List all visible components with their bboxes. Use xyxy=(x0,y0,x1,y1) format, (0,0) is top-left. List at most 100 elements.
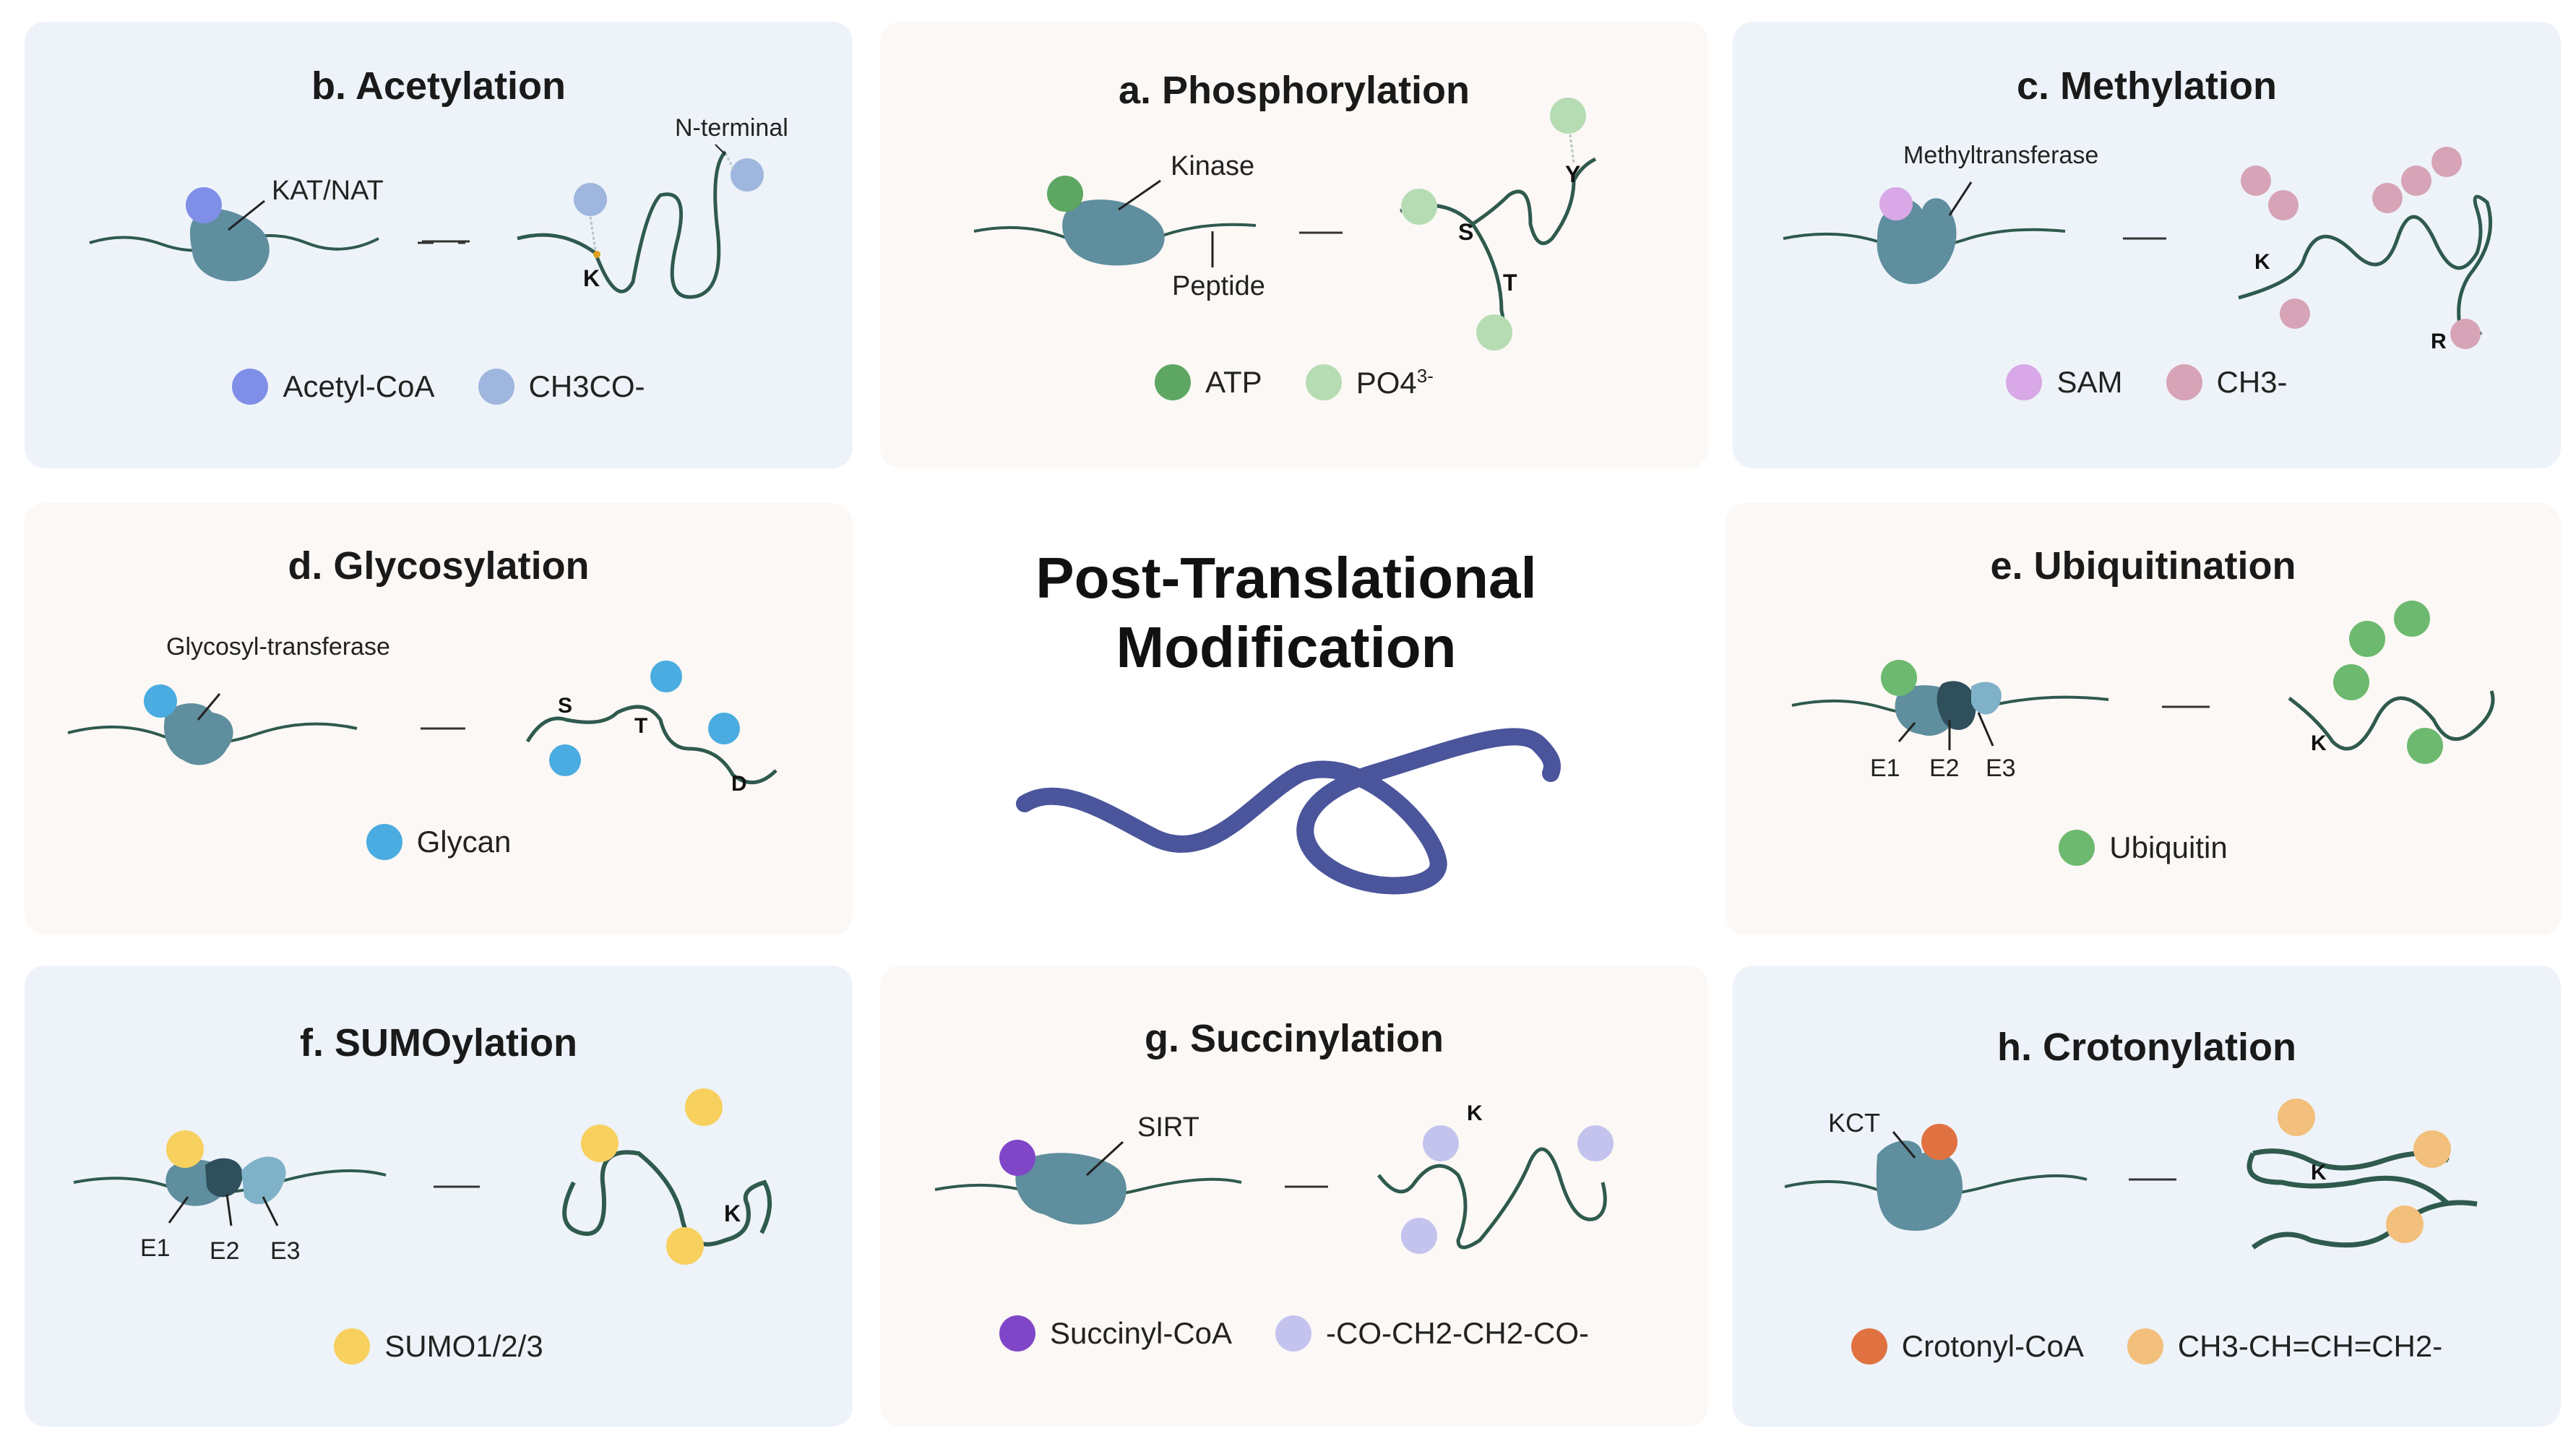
legend-item: Succinyl-CoA xyxy=(999,1315,1232,1351)
site-k: K xyxy=(583,265,600,291)
enzyme-shape xyxy=(1015,1153,1127,1225)
center-title-line1: Post-Translational xyxy=(1035,546,1537,610)
legend-label: Glycan xyxy=(416,825,512,859)
panel-title: e. Ubiquitination xyxy=(1990,544,2296,588)
legend-item: SAM xyxy=(2006,364,2123,400)
legend-item: CH3CO- xyxy=(478,369,645,405)
legend-label: CH3- xyxy=(2216,365,2288,399)
e1-label: E1 xyxy=(1870,755,1900,782)
legend-label: SUMO1/2/3 xyxy=(384,1329,543,1363)
legend-item: Acetyl-CoA xyxy=(232,369,435,405)
legend-label: Acetyl-CoA xyxy=(283,369,435,403)
e1-label: E1 xyxy=(140,1234,171,1262)
legend-label: ATP xyxy=(1205,365,1262,399)
legend-label: PO4 xyxy=(1356,365,1417,400)
legend: SAM CH3- xyxy=(1733,364,2561,400)
legend-label: Succinyl-CoA xyxy=(1049,1316,1233,1350)
site-s: S xyxy=(1458,219,1473,245)
legend-item: ATP xyxy=(1155,364,1262,400)
succinyl-coa-molecule xyxy=(999,1140,1035,1176)
legend: ATP PO43- xyxy=(880,364,1708,400)
legend-item: Glycan xyxy=(366,824,512,860)
legend-swatch-acetyl-coa xyxy=(232,369,269,405)
legend-superscript: 3- xyxy=(1416,364,1434,387)
legend-swatch-atp xyxy=(1155,364,1192,400)
glycosyltransferase-label: Glycosyl-transferase xyxy=(166,633,390,661)
legend: Glycan xyxy=(25,824,853,860)
kinase-label: Kinase xyxy=(1171,151,1254,181)
legend-label: SAM xyxy=(2056,365,2123,399)
sumoylation-diagram: E1 E2 E3 K xyxy=(73,1088,772,1265)
enzyme-shape xyxy=(1062,199,1165,266)
panel-title: c. Methylation xyxy=(2016,64,2278,108)
enzyme-label: KAT/NAT xyxy=(272,176,384,206)
legend-item: Ubiquitin xyxy=(2059,830,2228,866)
site-k: K xyxy=(2254,250,2270,274)
legend-item: -CO-CH2-CH2-CO- xyxy=(1275,1315,1589,1351)
legend: Acetyl-CoA CH3CO- xyxy=(25,369,853,405)
legend: Succinyl-CoA -CO-CH2-CH2-CO- xyxy=(880,1315,1708,1351)
legend-swatch-phosphate xyxy=(1305,364,1342,400)
methyltransferase-label: Methyltransferase xyxy=(1903,142,2098,169)
center-title-line2: Modification xyxy=(1116,615,1457,679)
sirt-label: SIRT xyxy=(1137,1112,1199,1143)
e3-label: E3 xyxy=(270,1237,301,1265)
acetyl-coa-molecule xyxy=(186,187,222,223)
sam-molecule xyxy=(1879,187,1913,220)
legend-swatch-sumo xyxy=(334,1328,371,1365)
legend-item: PO43- xyxy=(1305,364,1434,400)
panel-ubiquitination: e. Ubiquitination E1 E2 E3 K Ubiquitin xyxy=(1726,503,2561,935)
legend-swatch-acetyl-group xyxy=(478,369,514,405)
ubiquitin-donor xyxy=(1881,660,1917,696)
glycosylation-diagram: Glycosyl-transferase S T D xyxy=(67,633,777,796)
e3-label: E3 xyxy=(1986,755,2016,782)
panel-title: d. Glycosylation xyxy=(288,544,590,588)
e3-enzyme xyxy=(1971,682,2002,715)
e2-label: E2 xyxy=(1929,755,1960,782)
site-k: K xyxy=(1467,1101,1483,1125)
phosphorylation-diagram: Kinase Peptide S Y T xyxy=(973,98,1597,351)
legend-item: CH3-CH=CH=CH2- xyxy=(2127,1328,2442,1365)
site-t: T xyxy=(634,714,647,738)
enzyme-shape xyxy=(189,209,270,282)
legend: Crotonyl-CoA CH3-CH=CH=CH2- xyxy=(1733,1328,2561,1365)
site-k: K xyxy=(724,1200,741,1226)
site-r: R xyxy=(2431,330,2447,353)
site-d: D xyxy=(731,772,747,796)
panel-title: h. Crotonylation xyxy=(1997,1026,2296,1069)
enzyme-shape xyxy=(1876,1140,1963,1231)
succinylation-diagram: SIRT K xyxy=(934,1101,1614,1254)
glycan-donor xyxy=(144,684,177,718)
legend-label: Crotonyl-CoA xyxy=(1901,1329,2084,1363)
kct-label: KCT xyxy=(1828,1108,1880,1138)
legend-swatch-ubiquitin xyxy=(2059,830,2095,866)
legend-swatch-crotonyl-coa xyxy=(1851,1328,1887,1365)
panel-acetylation: b. Acetylation KAT/NAT K N-terminal Acet… xyxy=(25,22,853,468)
legend-item: SUMO1/2/3 xyxy=(334,1328,543,1365)
e2-label: E2 xyxy=(210,1237,240,1265)
panel-methylation: c. Methylation Methyltransferase K R SAM… xyxy=(1733,22,2561,468)
panel-crotonylation: h. Crotonylation KCT K Crotonyl-CoA CH3-… xyxy=(1733,966,2561,1427)
panel-glycosylation: d. Glycosylation Glycosyl-transferase S … xyxy=(25,503,853,935)
legend-swatch-methyl xyxy=(2166,364,2202,400)
e2-enzyme xyxy=(1937,681,1976,730)
panel-phosphorylation: a. Phosphorylation Kinase Peptide S Y T … xyxy=(880,22,1708,468)
legend-label: CH3-CH=CH=CH2- xyxy=(2177,1329,2443,1363)
legend-label: -CO-CH2-CH2-CO- xyxy=(1326,1316,1590,1350)
panel-sumoylation: f. SUMOylation E1 E2 E3 K SUMO1/2/3 xyxy=(25,966,853,1427)
atp-molecule xyxy=(1047,176,1083,212)
legend-label: Ubiquitin xyxy=(2109,830,2228,864)
site-k: K xyxy=(2311,731,2327,755)
legend-item: Crotonyl-CoA xyxy=(1851,1328,2084,1365)
e3-enzyme xyxy=(241,1156,286,1205)
sumo-donor xyxy=(166,1130,204,1168)
legend-label: CH3CO- xyxy=(528,369,645,403)
site-k: K xyxy=(2311,1161,2327,1185)
panel-title: a. Phosphorylation xyxy=(1118,69,1470,112)
e2-enzyme xyxy=(205,1158,243,1198)
legend-swatch-succinyl-group xyxy=(1275,1315,1312,1351)
crotonylation-diagram: KCT K xyxy=(1784,1099,2478,1250)
center-protein-strand xyxy=(1016,728,1561,895)
methylation-diagram: Methyltransferase K R xyxy=(1783,142,2493,353)
panel-title: f. SUMOylation xyxy=(299,1021,577,1065)
